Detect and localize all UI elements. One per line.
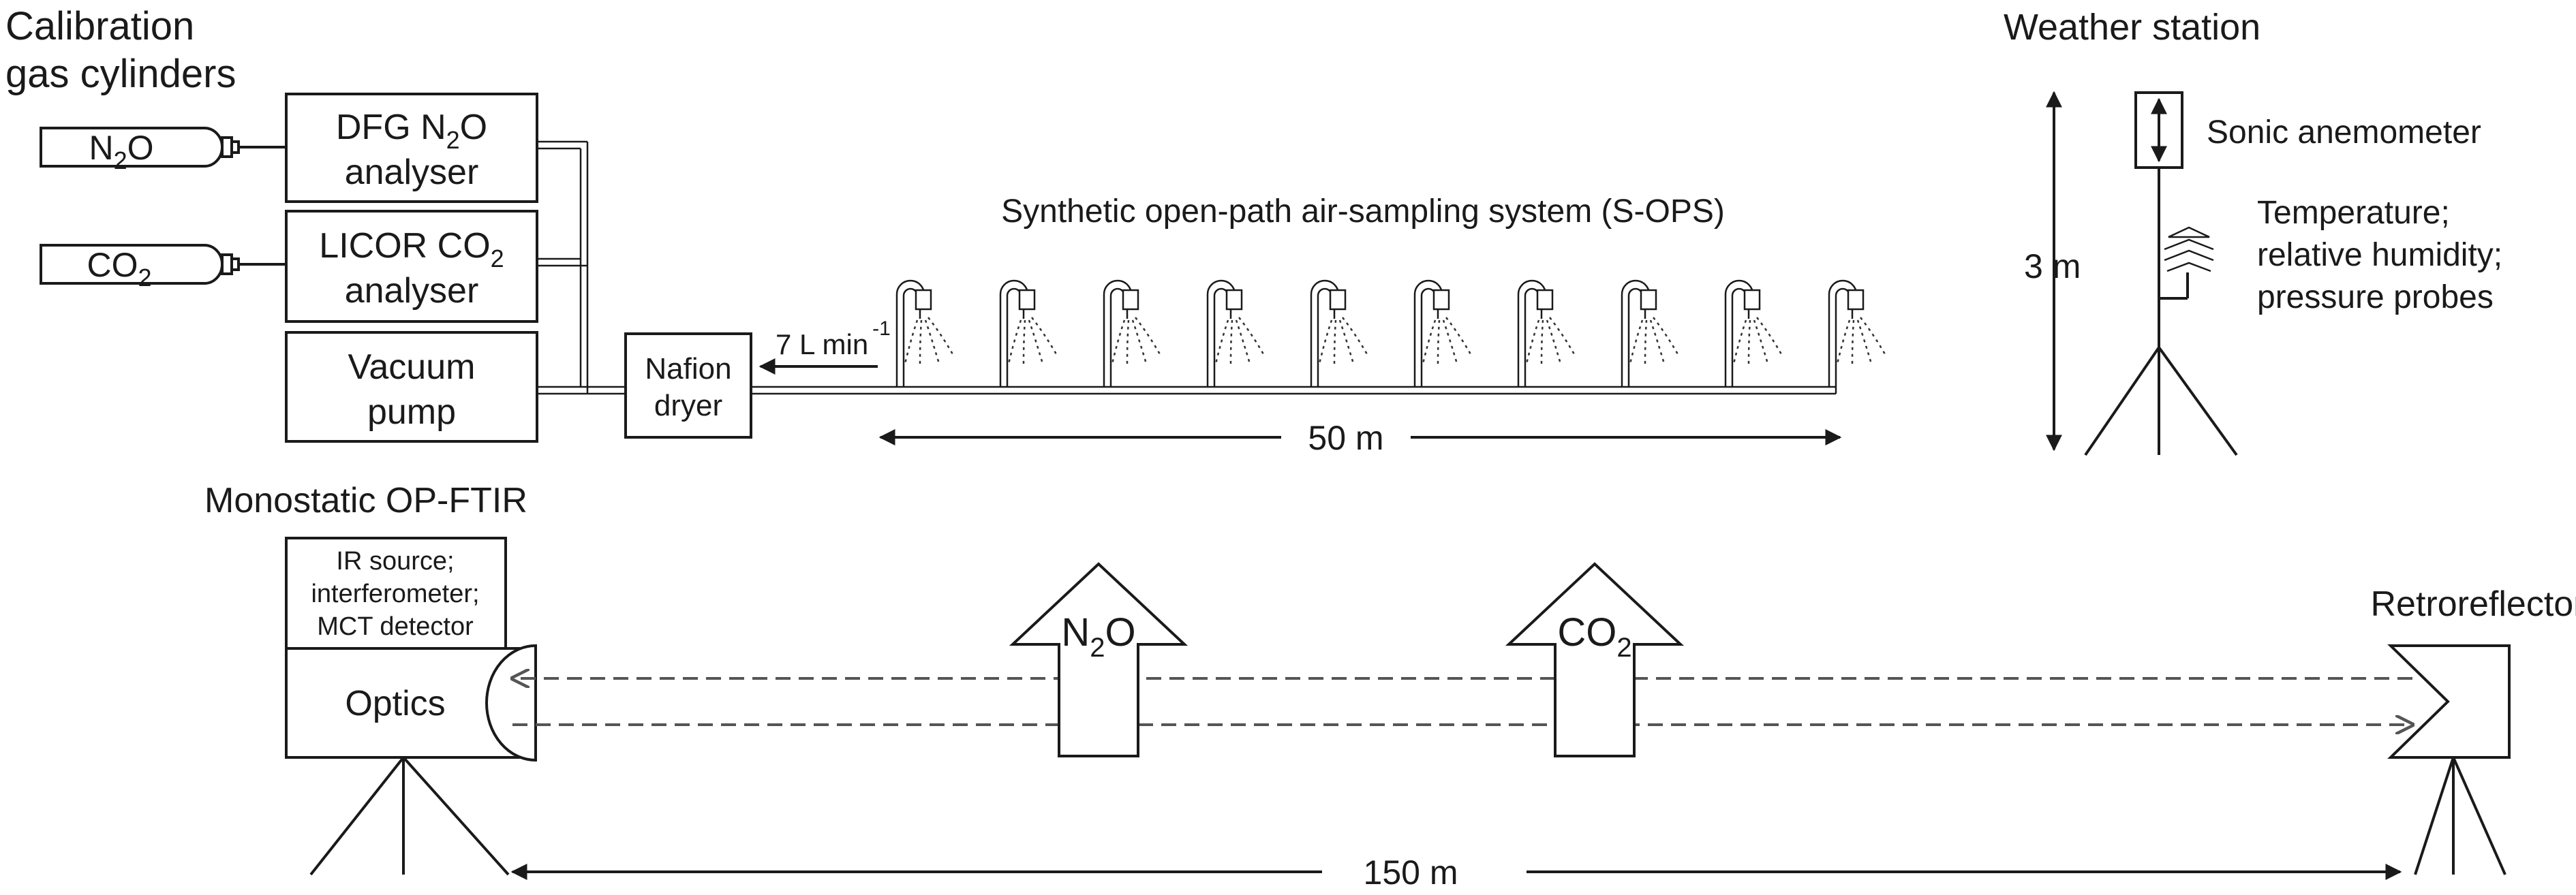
svg-text:LICOR CO2: LICOR CO2 bbox=[319, 226, 504, 272]
vacuum-pump-label-line2: pump bbox=[367, 392, 456, 432]
calibration-section: Calibration gas cylinders N2O CO2 bbox=[5, 4, 286, 292]
probe-label-line1: Temperature; bbox=[2257, 195, 2450, 231]
vacuum-pump bbox=[285, 331, 538, 443]
svg-text:N2O: N2O bbox=[1061, 610, 1135, 663]
ftir-unit-line3: MCT detector bbox=[317, 612, 474, 641]
weather-station-title: Weather station bbox=[2004, 7, 2260, 48]
ftir-unit-line1: IR source; bbox=[336, 547, 454, 576]
ftir-title: Monostatic OP-FTIR bbox=[204, 481, 527, 520]
sops-inlet bbox=[1621, 279, 1679, 387]
height-label: 3 m bbox=[2024, 247, 2081, 285]
sonic-anemometer-label: Sonic anemometer bbox=[2207, 114, 2481, 151]
calibration-title-line1: Calibration bbox=[5, 4, 194, 48]
licor-analyser-label-line2: analyser bbox=[345, 271, 479, 311]
sops-inlet bbox=[1206, 279, 1265, 387]
calibration-title-line2: gas cylinders bbox=[5, 52, 236, 96]
n2o-emission-arrow: N2O bbox=[1009, 562, 1189, 757]
ftir-unit bbox=[285, 537, 507, 650]
svg-text:7 L min-1: 7 L min-1 bbox=[776, 317, 891, 360]
sops-inlet bbox=[999, 279, 1058, 387]
licor-analyser-label: LICOR CO bbox=[319, 226, 490, 266]
analyser-stack: DFG N2O analyser LICOR CO2 analyser Vacu… bbox=[285, 93, 626, 443]
svg-text:CO2: CO2 bbox=[87, 246, 151, 292]
co2-arrow-label: CO bbox=[1557, 610, 1616, 655]
probe-label-line3: pressure probes bbox=[2257, 279, 2494, 315]
sops-inlet bbox=[1413, 279, 1472, 387]
op-ftir: Monostatic OP-FTIR IR source; interferom… bbox=[204, 481, 537, 876]
dryer-label-line1: Nafion bbox=[645, 352, 731, 386]
n2o-cylinder-label: N bbox=[89, 129, 113, 167]
svg-text:DFG N2O: DFG N2O bbox=[336, 108, 487, 154]
dryer-label-line2: dryer bbox=[654, 389, 722, 422]
probe-shelter bbox=[2159, 226, 2214, 300]
flow-rate-indicator: 7 L min-1 bbox=[758, 317, 891, 375]
n2o-arrow-label: N bbox=[1061, 610, 1090, 655]
sops-inlet bbox=[1517, 279, 1576, 387]
retro-tripod bbox=[2414, 757, 2506, 875]
sops-section: Synthetic open-path air-sampling system … bbox=[751, 193, 1886, 457]
retroreflector-label: Retroreflector bbox=[2371, 584, 2576, 624]
path-length-dimension: 150 m bbox=[510, 853, 2402, 892]
flow-rate-label: 7 L min bbox=[776, 328, 868, 360]
sops-inlet bbox=[895, 279, 954, 387]
svg-text:N2O: N2O bbox=[89, 129, 153, 174]
vacuum-pump-label-line1: Vacuum bbox=[348, 347, 476, 387]
weather-tripod bbox=[2084, 346, 2238, 456]
licor-co2-analyser bbox=[285, 210, 538, 323]
sops-title: Synthetic open-path air-sampling system … bbox=[1001, 193, 1725, 230]
optics-label: Optics bbox=[345, 684, 445, 723]
co2-cylinder: CO2 bbox=[40, 244, 286, 292]
co2-emission-arrow: CO2 bbox=[1505, 562, 1685, 757]
n2o-cylinder: N2O bbox=[40, 127, 286, 174]
retroreflector: Retroreflector bbox=[2371, 584, 2576, 875]
sops-inlet bbox=[1103, 279, 1161, 387]
dfg-analyser-label: DFG N bbox=[336, 108, 446, 147]
nafion-dryer: Nafion dryer bbox=[624, 332, 752, 439]
probe-label-line2: relative humidity; bbox=[2257, 237, 2502, 273]
sops-length-label: 50 m bbox=[1308, 419, 1383, 457]
sops-inlets bbox=[895, 279, 1886, 387]
ftir-tripod bbox=[309, 756, 510, 876]
dfg-analyser-label-line2: analyser bbox=[345, 153, 479, 192]
co2-cylinder-label: CO bbox=[87, 246, 138, 284]
ftir-unit-line2: interferometer; bbox=[311, 580, 479, 608]
path-length-label: 150 m bbox=[1364, 853, 1458, 892]
sops-inlet bbox=[1828, 279, 1886, 387]
dfg-n2o-analyser bbox=[285, 93, 538, 203]
ir-beam bbox=[512, 678, 2412, 725]
svg-text:CO2: CO2 bbox=[1557, 610, 1631, 663]
tubing-manifold bbox=[537, 140, 626, 395]
sops-inlet bbox=[1310, 279, 1368, 387]
sops-inlet bbox=[1724, 279, 1783, 387]
weather-station: Weather station 3 m Sonic anemometer Tem… bbox=[2004, 7, 2502, 456]
